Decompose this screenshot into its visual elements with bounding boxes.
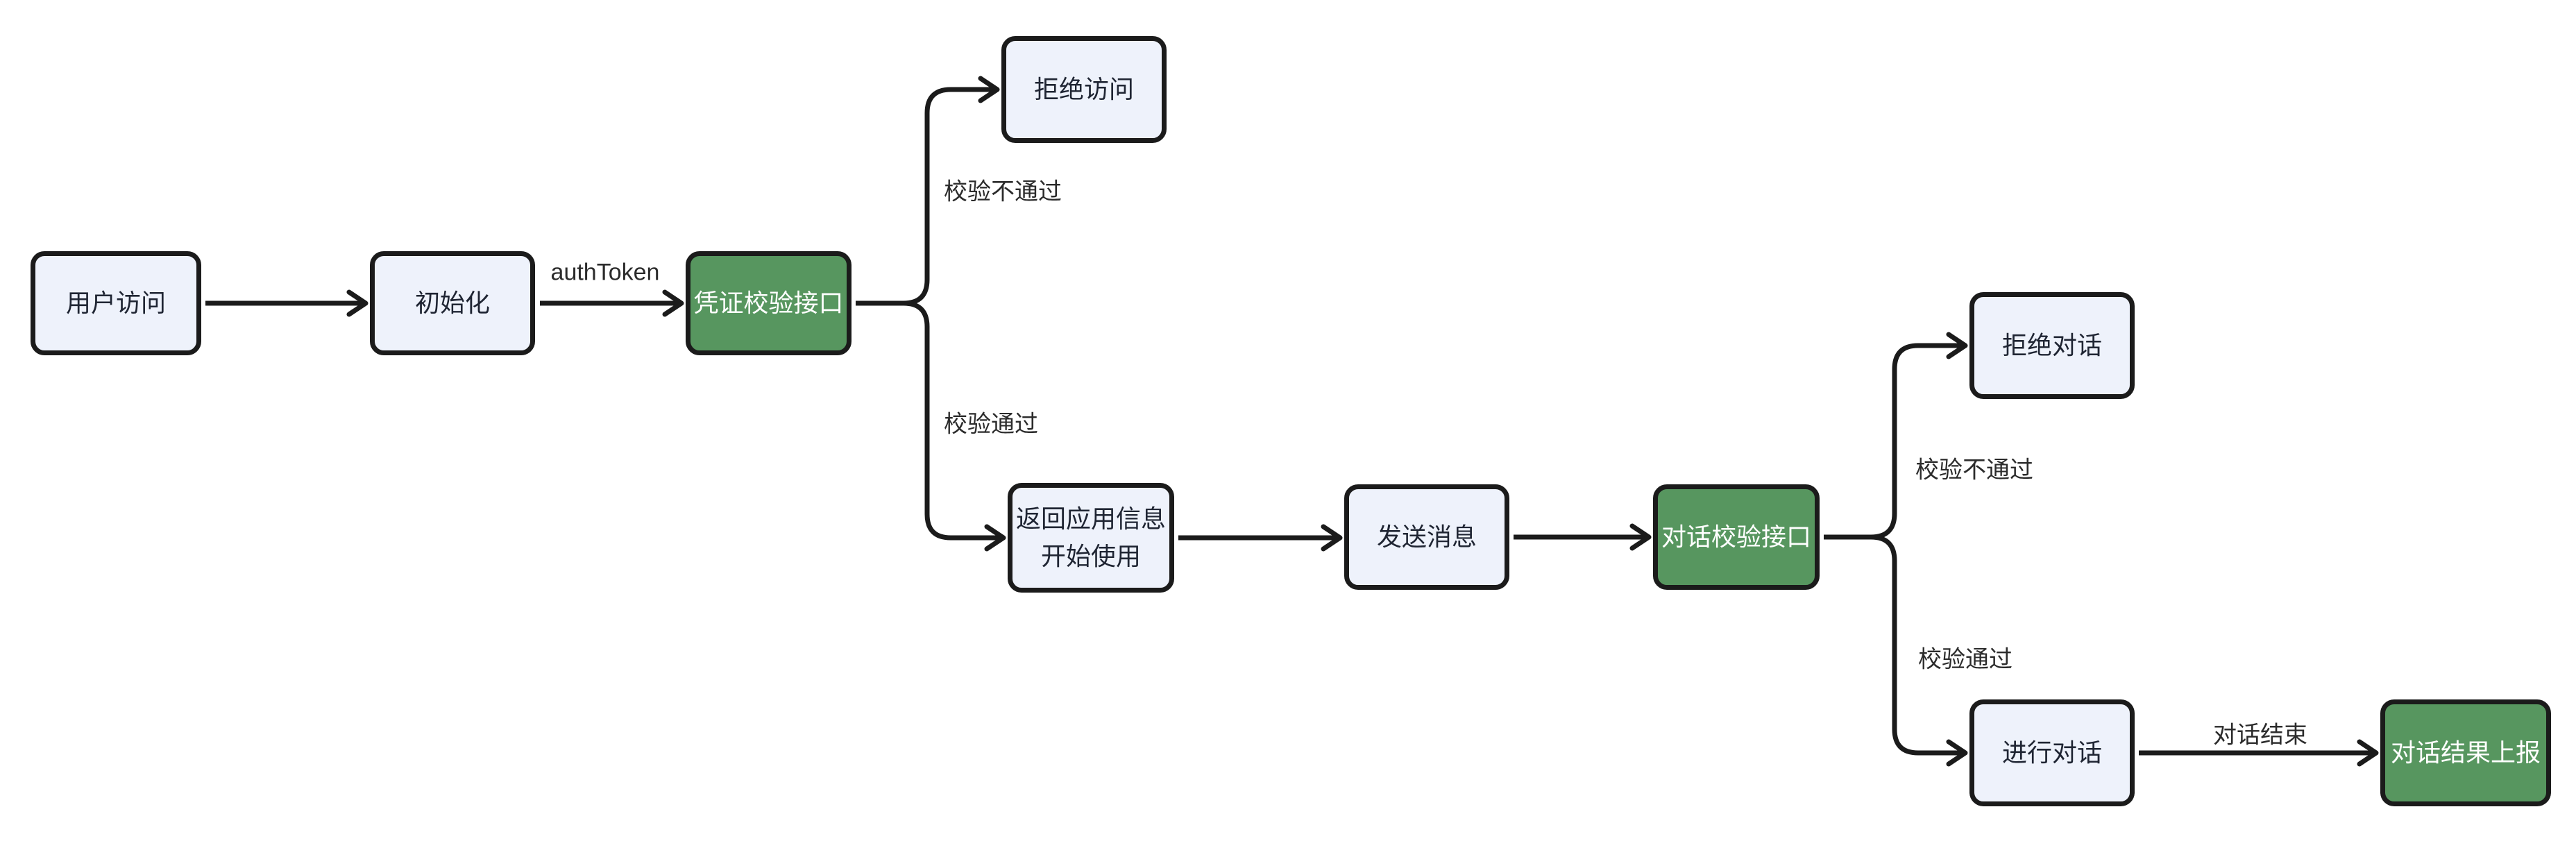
node-return-app-info: 返回应用信息 开始使用 xyxy=(1008,483,1174,593)
edge-label-credential-check-fail: 校验不通过 xyxy=(944,178,1062,205)
node-dialog-check-api: 对话校验接口 xyxy=(1653,484,1820,590)
node-deny-access: 拒绝访问 xyxy=(1001,36,1167,143)
edge-label-authtoken: authToken xyxy=(550,259,660,286)
edge-credential-check-to-return-app-info xyxy=(856,300,1006,552)
node-credential-check-api: 凭证校验接口 xyxy=(686,251,851,355)
node-init: 初始化 xyxy=(370,251,535,355)
edge-dialog-check-to-deny-dialog xyxy=(1824,332,1968,540)
edge-label-dialog-end: 对话结束 xyxy=(2213,722,2307,749)
node-send-message: 发送消息 xyxy=(1344,484,1509,590)
edge-label-dialog-check-pass: 校验通过 xyxy=(1918,646,2012,673)
edge-label-dialog-check-fail: 校验不通过 xyxy=(1915,457,2033,484)
node-user-access: 用户访问 xyxy=(31,251,201,355)
node-deny-dialog: 拒绝对话 xyxy=(1969,292,2135,399)
edge-dialog-check-to-conduct-dialog xyxy=(1824,534,1968,767)
node-conduct-dialog: 进行对话 xyxy=(1969,699,2135,806)
node-dialog-result-report: 对话结果上报 xyxy=(2380,699,2551,806)
edge-label-credential-check-pass: 校验通过 xyxy=(944,411,1038,438)
